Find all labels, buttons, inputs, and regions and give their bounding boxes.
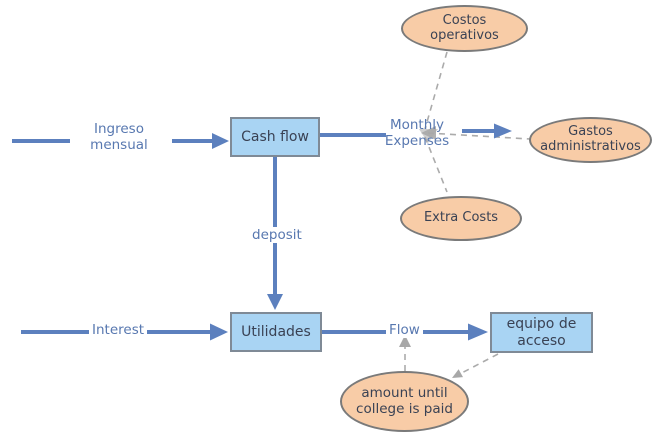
flow-label-monthly-expenses: Monthly Expenses xyxy=(384,117,450,150)
entity-costos-operativos-label: Costos operativos xyxy=(430,12,499,43)
dashed-arrowhead-up-icon xyxy=(399,335,411,347)
entity-gastos-administrativos[interactable]: Gastos administrativos xyxy=(529,117,652,163)
dashed-connector-costos-to-junction xyxy=(424,51,448,130)
flow-label-ingreso-mensual: Ingreso mensual xyxy=(90,121,148,154)
entity-gastos-administrativos-label: Gastos administrativos xyxy=(540,124,641,154)
arrowhead-into-gastos-icon xyxy=(494,123,512,139)
arrowhead-into-cashflow-icon xyxy=(212,133,229,149)
process-utilidades[interactable]: Utilidades xyxy=(230,312,322,352)
arrowhead-into-utilidades-icon xyxy=(210,323,228,341)
junction-arrowhead2-icon xyxy=(419,129,438,143)
dashed-connector-junction-to-extra xyxy=(424,136,448,193)
entity-amount-until-college-label: amount until college is paid xyxy=(356,384,453,417)
flow-label-interest: Interest xyxy=(89,322,148,339)
entity-costos-operativos[interactable]: Costos operativos xyxy=(401,5,528,52)
entity-extra-costs-label: Extra Costs xyxy=(423,210,499,226)
process-equipo-de-acceso-label: equipo de acceso xyxy=(506,316,577,349)
dashed-connector-equipo-to-amount xyxy=(455,353,499,377)
entity-amount-until-college[interactable]: amount until college is paid xyxy=(340,371,469,432)
arrowhead-deposit-icon xyxy=(267,294,283,310)
arrowhead-into-equipo-icon xyxy=(468,323,488,341)
process-utilidades-label: Utilidades xyxy=(241,323,311,340)
dashed-arrowhead-downleft-icon xyxy=(452,369,463,378)
process-cash-flow[interactable]: Cash flow xyxy=(230,117,320,157)
entity-extra-costs[interactable]: Extra Costs xyxy=(400,196,522,241)
flow-label-flow: Flow xyxy=(386,322,423,339)
process-cash-flow-label: Cash flow xyxy=(241,128,309,145)
process-equipo-de-acceso[interactable]: equipo de acceso xyxy=(490,312,593,353)
flow-label-deposit: deposit xyxy=(249,227,305,244)
